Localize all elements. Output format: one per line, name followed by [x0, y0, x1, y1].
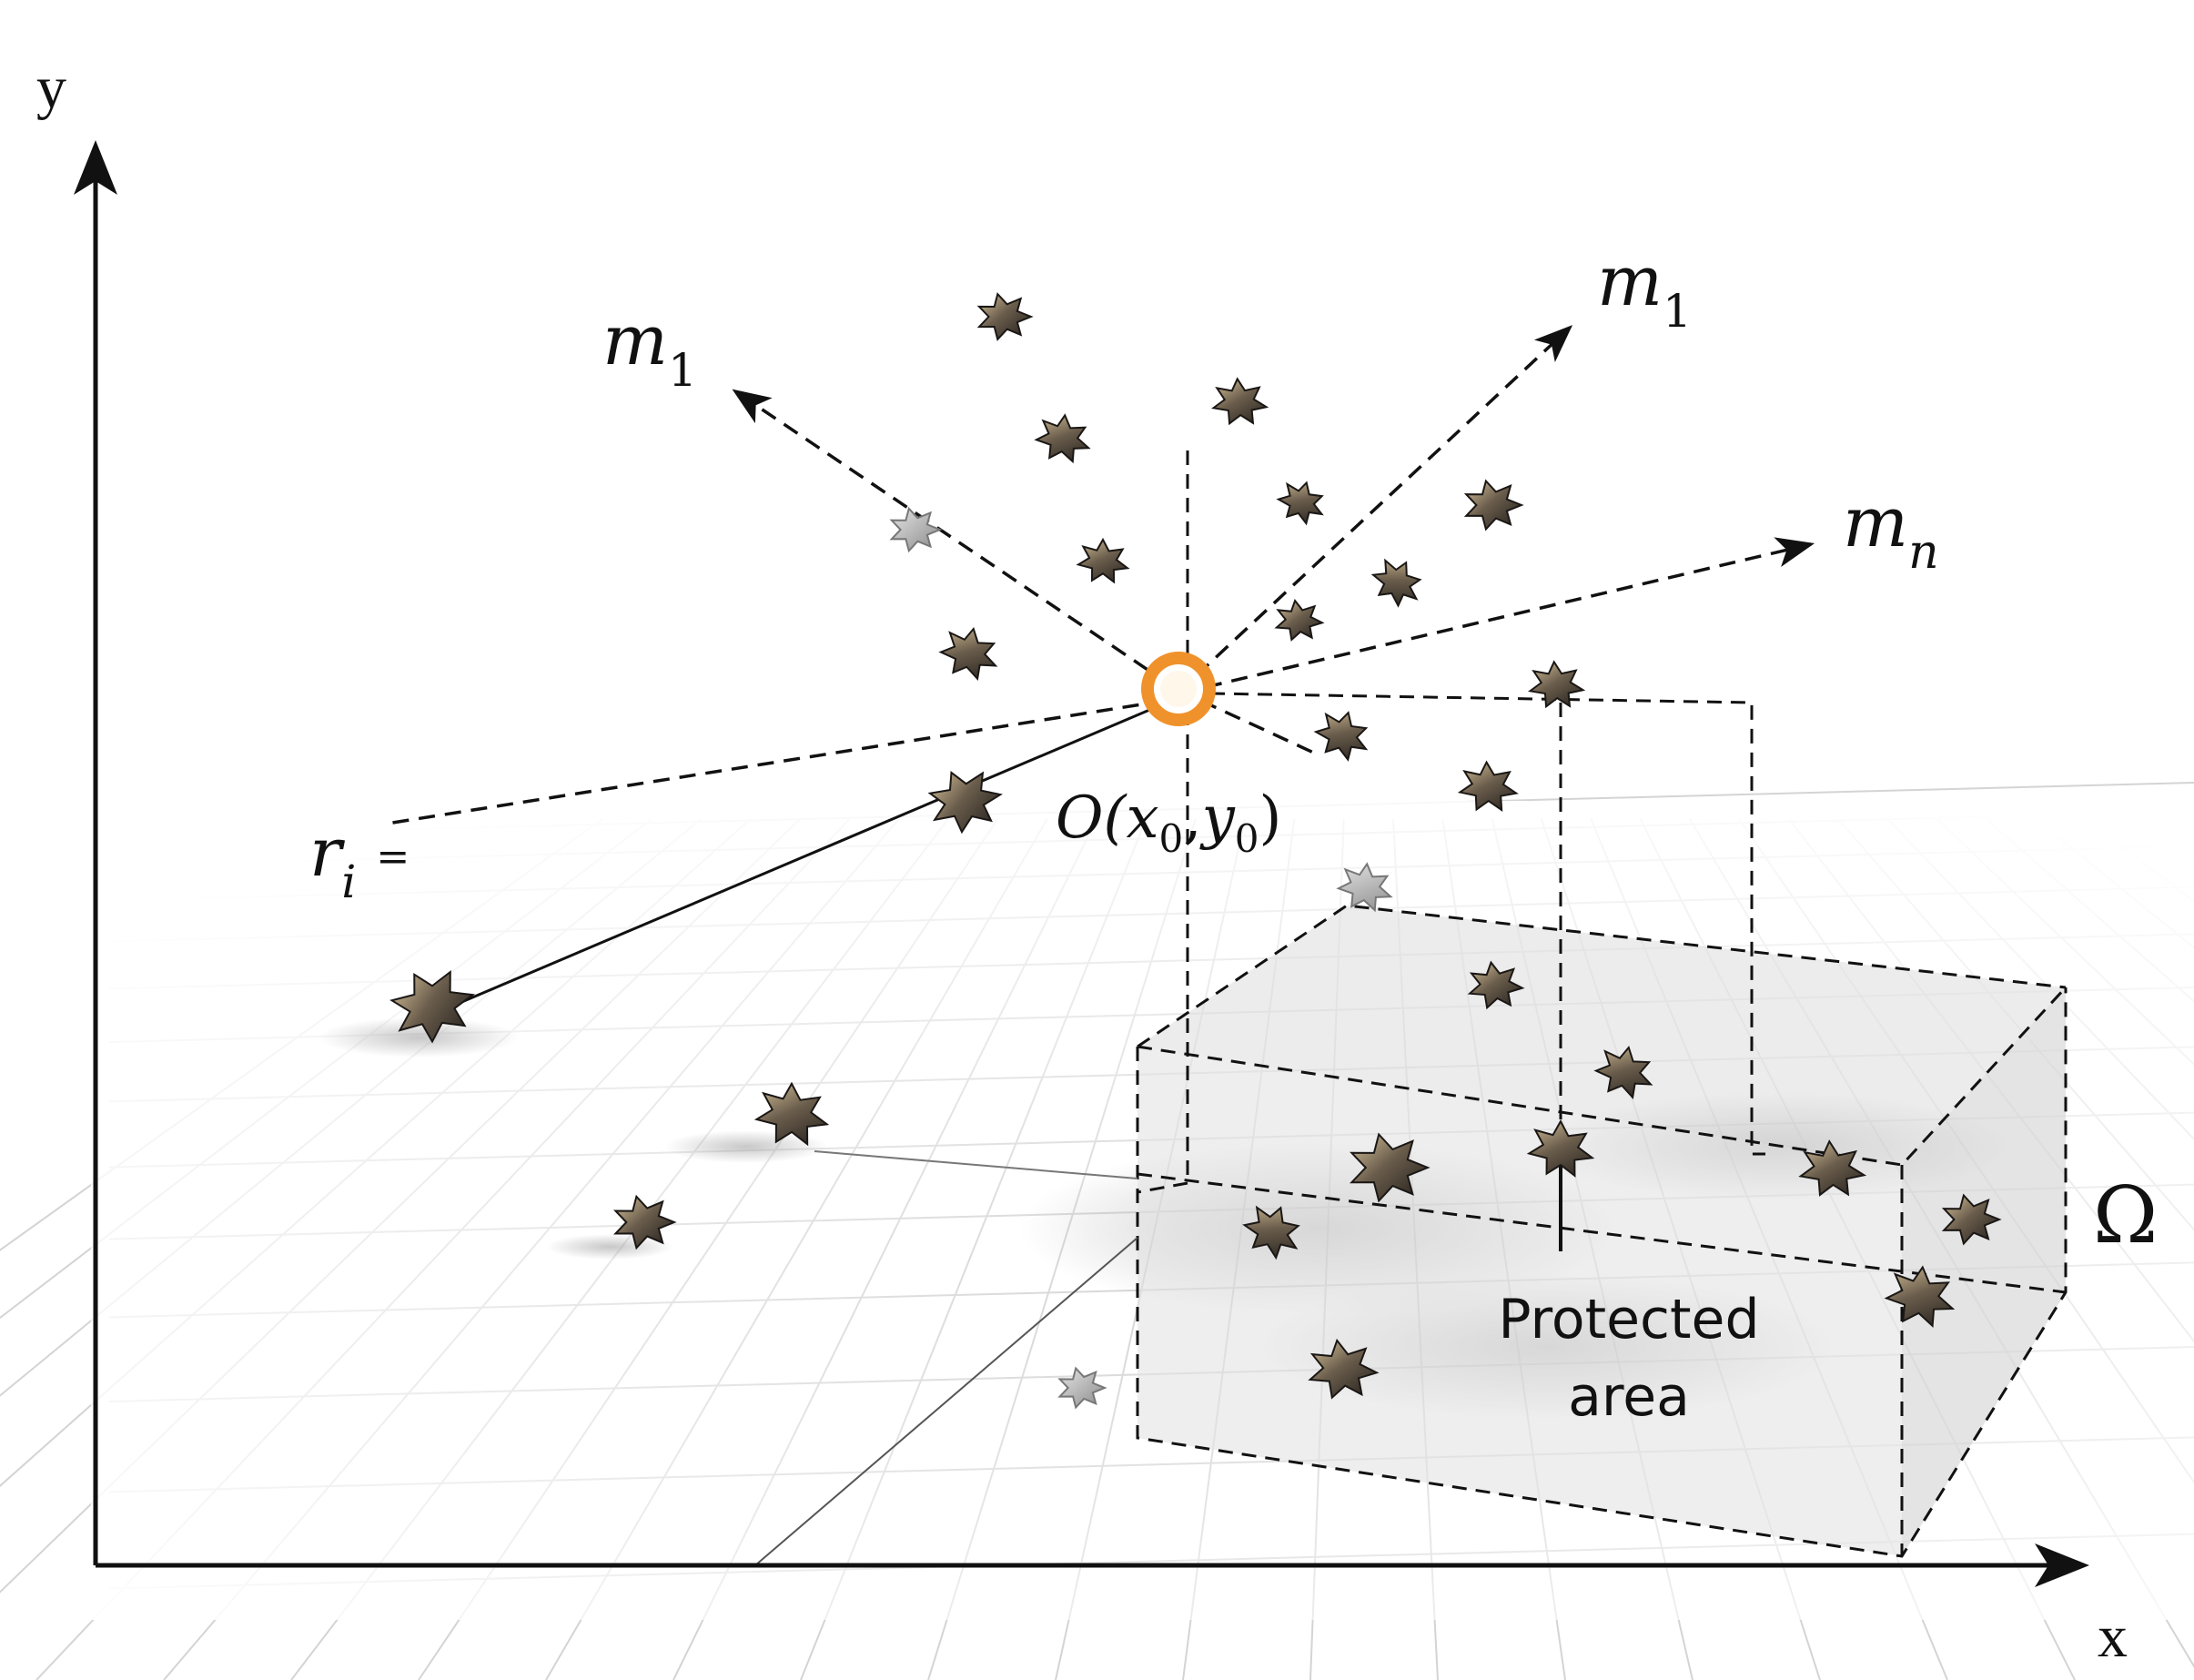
- debris-fragment-icon: [1076, 537, 1130, 584]
- debris-fragment-icon: [976, 292, 1034, 341]
- debris-fragments: [389, 292, 2002, 1410]
- trajectory-arrows: [386, 325, 1815, 1005]
- debris-fragment-icon: [1941, 1193, 2002, 1246]
- debris-fragment-icon: [938, 626, 998, 681]
- debris-fragment-icon: [1593, 1045, 1653, 1099]
- label-mn: mn: [1843, 481, 1939, 580]
- debris-fragment-icon: [1242, 1205, 1300, 1260]
- label-omega: Ω: [2093, 1170, 2158, 1261]
- floor-projection-line-2: [814, 1150, 1138, 1179]
- label-protected: Protected: [1498, 1288, 1759, 1351]
- debris-fragment-icon: [753, 1081, 830, 1147]
- debris-fragment-icon: [1370, 558, 1422, 608]
- label-ri: ri=: [309, 814, 409, 908]
- label-m1-right: m1: [1597, 240, 1692, 338]
- floor-projection-line: [754, 1237, 1138, 1566]
- debris-fragment-icon: [1467, 960, 1525, 1010]
- debris-fragment-icon: [1274, 599, 1325, 642]
- debris-fragment-icon: [1336, 862, 1393, 913]
- debris-fragment-icon: [1276, 481, 1324, 526]
- debris-fragment-icon: [1034, 413, 1091, 464]
- explosion-origin-icon: [1141, 652, 1216, 726]
- coordinate-axes: [74, 140, 2089, 1587]
- debris-fragment-icon: [1211, 377, 1269, 426]
- debris-fragment-icon: [1313, 711, 1369, 762]
- debris-fragment-icon: [389, 969, 476, 1044]
- label-origin: O(x0,y0): [1056, 784, 1281, 861]
- debris-fragment-icon: [927, 771, 1004, 835]
- fragment-trajectory-solid: [459, 706, 1155, 1005]
- trajectory-m1-left: [732, 389, 1170, 686]
- debris-fragment-icon: [889, 506, 943, 553]
- label-area: area: [1568, 1365, 1690, 1429]
- debris-fragment-icon: [1463, 479, 1524, 531]
- protected-area-box: [1136, 904, 2068, 1558]
- label-m1-left: m1: [602, 299, 697, 397]
- debris-fragment-icon: [1057, 1366, 1107, 1410]
- debris-fragment-icon: [613, 1194, 677, 1250]
- debris-fragment-icon: [1884, 1265, 1956, 1329]
- debris-fragment-icon: [1798, 1139, 1867, 1197]
- y-axis-label: y: [36, 55, 66, 121]
- debris-fragment-icon: [1308, 1338, 1380, 1400]
- debris-fragment-icon: [1350, 1132, 1431, 1203]
- debris-fragment-icon: [1528, 660, 1586, 709]
- trajectory-m1-right: [1195, 325, 1573, 677]
- debris-fragment-icon: [1526, 1119, 1595, 1178]
- x-axis-label: x: [2098, 1604, 2128, 1670]
- debris-fragment-icon: [1457, 760, 1519, 812]
